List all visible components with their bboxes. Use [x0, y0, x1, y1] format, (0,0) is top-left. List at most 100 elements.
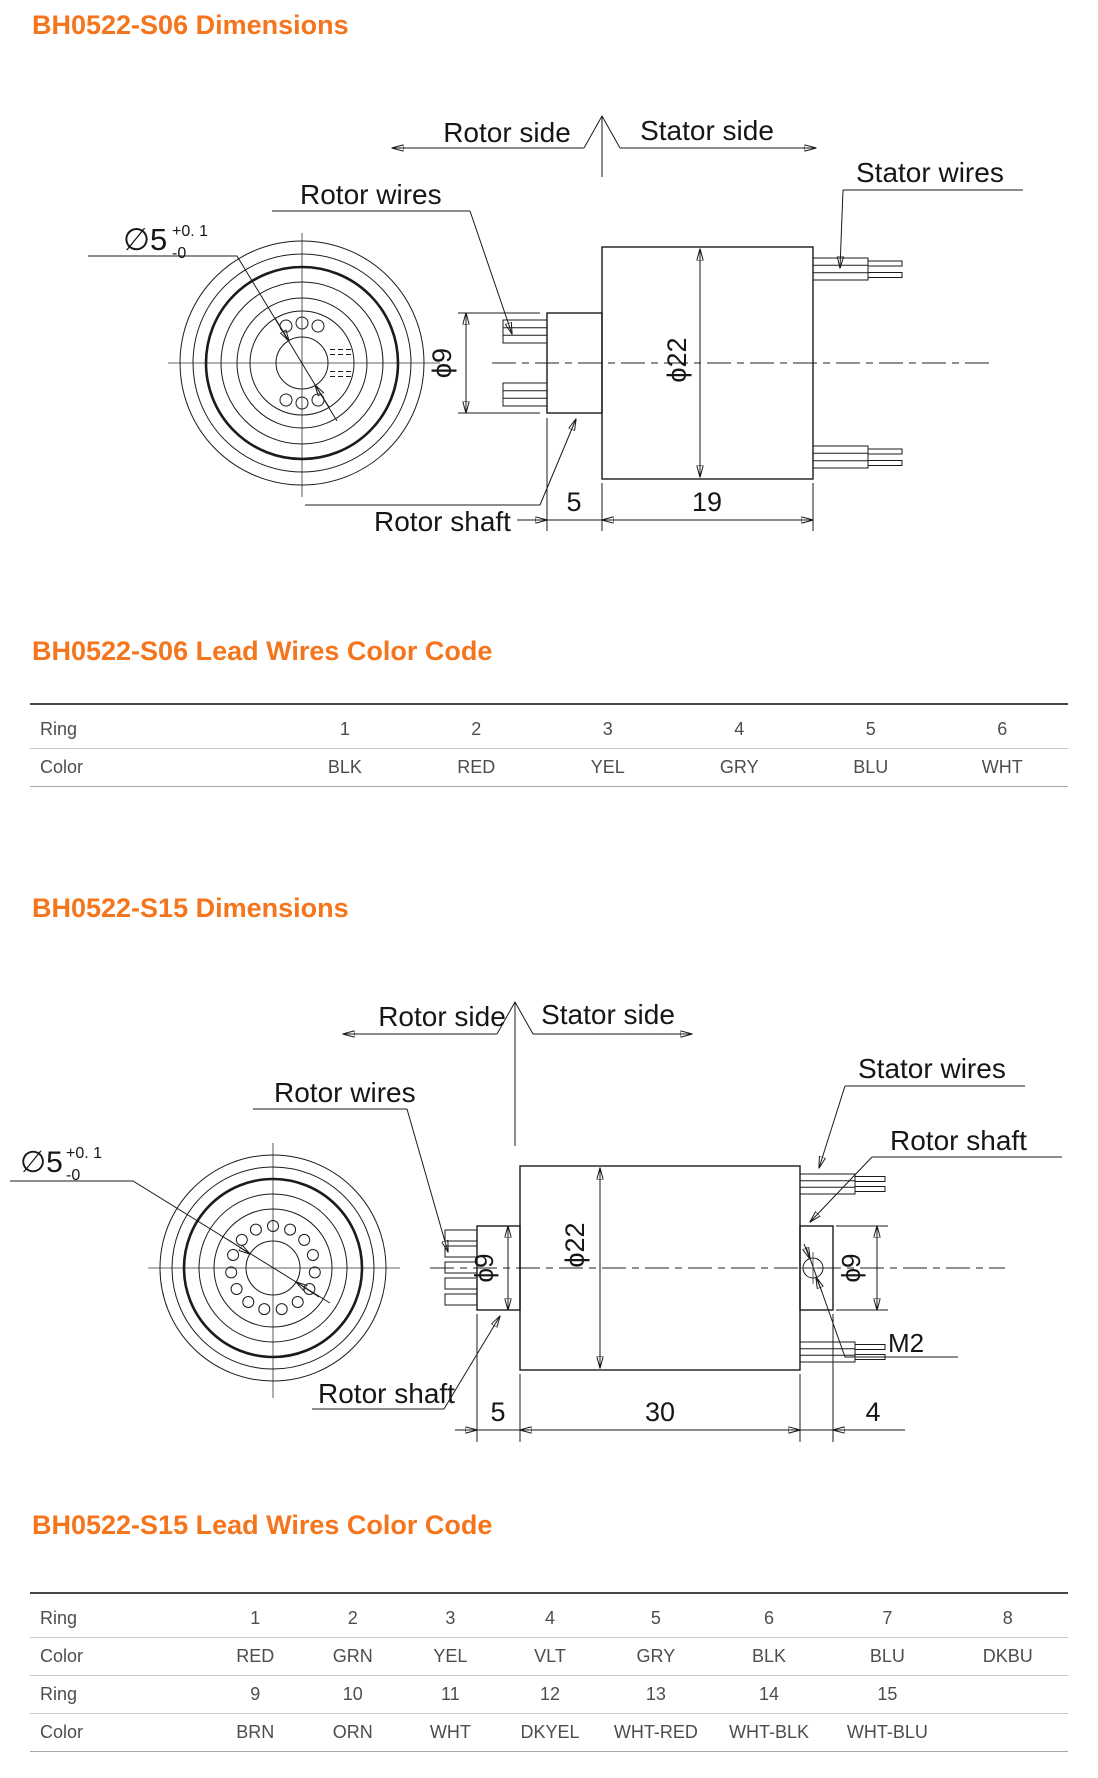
s06-dimension-drawing: Rotor side Stator side	[88, 114, 1023, 537]
bore-dia-label: ∅5	[20, 1146, 63, 1179]
ring-cell: 2	[410, 703, 543, 749]
s15-body-dia-label: ϕ22	[560, 1222, 590, 1267]
ring-cell: 5	[600, 1592, 711, 1638]
color-cell: YEL	[542, 748, 674, 787]
ring-cell: 5	[804, 703, 937, 749]
color-cell: WHT-RED	[600, 1713, 711, 1752]
row-label: Ring	[30, 703, 280, 749]
color-cell: BLU	[804, 748, 937, 787]
s15-stator-side-label: Stator side	[541, 999, 675, 1030]
s15-rotor-shaft-label: Rotor shaft	[318, 1378, 455, 1409]
table-row: Ring 1 2 3 4 5 6 7 8	[30, 1592, 1068, 1638]
s15-rotor-wires-label: Rotor wires	[274, 1077, 416, 1108]
ring-cell: 1	[279, 703, 411, 749]
table-row: Color BRN ORN WHT DKYEL WHT-RED WHT-BLK …	[30, 1713, 1068, 1752]
color-cell: WHT	[401, 1713, 500, 1752]
s06-dimensions-title: BH0522-S06 Dimensions	[32, 10, 349, 40]
s15-shaft-dia-right-label: ϕ9	[836, 1253, 866, 1282]
s06-stator-wires-label: Stator wires	[856, 157, 1004, 188]
color-cell: WHT	[936, 748, 1068, 787]
s06-dimensions: ϕ9 ϕ22 5 19	[427, 249, 814, 531]
s06-rotor-side-label: Rotor side	[443, 117, 571, 148]
color-cell: DKBU	[947, 1637, 1068, 1676]
ring-cell: 12	[499, 1675, 601, 1714]
table-row: Ring 1 2 3 4 5 6	[30, 703, 1068, 749]
ring-cell: 9	[206, 1675, 305, 1714]
color-cell: VLT	[499, 1637, 601, 1676]
s15-dimension-drawing: Rotor side Stator side	[10, 999, 1062, 1442]
s15-color-code-table: Ring 1 2 3 4 5 6 7 8 Color RED GRN YEL V…	[30, 1592, 1068, 1752]
s15-callouts: Rotor wires Stator wires Rotor shaft Rot…	[253, 1053, 1062, 1410]
ring-cell	[947, 1675, 1068, 1714]
color-cell	[947, 1713, 1068, 1752]
row-label: Ring	[30, 1675, 207, 1714]
s15-shaft-length-right-label: 4	[865, 1397, 880, 1427]
s06-color-code-title: BH0522-S06 Lead Wires Color Code	[32, 636, 493, 666]
ring-cell: 7	[827, 1592, 948, 1638]
ring-cell: 13	[600, 1675, 711, 1714]
s15-shaft-dia-label: ϕ9	[469, 1253, 499, 1282]
s15-body-length-label: 30	[645, 1397, 675, 1427]
s15-rotor-shaft-right-label: Rotor shaft	[890, 1125, 1027, 1156]
rotor-wire-bundles	[502, 319, 548, 407]
bore-tol-plus: +0. 1	[172, 223, 208, 240]
keyway-dashes	[330, 349, 352, 377]
color-cell: RED	[206, 1637, 305, 1676]
s06-side-view	[492, 246, 990, 480]
ring-cell: 1	[206, 1592, 305, 1638]
table-row: Ring 9 10 11 12 13 14 15	[30, 1675, 1068, 1714]
rotor-wire-bundles	[444, 1229, 478, 1306]
s06-body-length-label: 19	[692, 487, 722, 517]
bore-dimension: ∅5 +0. 1 -0	[10, 1145, 331, 1304]
color-cell: BLU	[827, 1637, 948, 1676]
bore-hole	[245, 1240, 301, 1296]
s06-shaft-length-label: 5	[566, 487, 581, 517]
s06-rotor-wires-label: Rotor wires	[300, 179, 442, 210]
ring-cell: 11	[401, 1675, 500, 1714]
s15-m2-label: M2	[888, 1328, 924, 1358]
s15-side-view	[430, 1165, 1005, 1371]
s06-color-code-table: Ring 1 2 3 4 5 6 Color BLK RED YEL GRY B…	[30, 703, 1068, 787]
ring-cell: 4	[499, 1592, 601, 1638]
s15-rotor-side-label: Rotor side	[378, 1001, 506, 1032]
stator-body	[601, 246, 814, 480]
color-cell: GRY	[600, 1637, 711, 1676]
color-cell: GRY	[673, 748, 805, 787]
ring-cell: 6	[710, 1592, 828, 1638]
color-cell: BLK	[710, 1637, 828, 1676]
s15-shaft-length-label: 5	[490, 1397, 505, 1427]
ring-cell: 14	[710, 1675, 828, 1714]
bore-tol-plus: +0. 1	[66, 1145, 102, 1162]
bore-tol-minus: -0	[66, 1167, 80, 1184]
ring-cell: 3	[401, 1592, 500, 1638]
color-cell: BLK	[279, 748, 411, 787]
table-row: Color BLK RED YEL GRY BLU WHT	[30, 748, 1068, 787]
s15-front-view: ∅5 +0. 1 -0	[10, 1143, 400, 1398]
color-cell: DKYEL	[499, 1713, 601, 1752]
s06-front-view: ∅5 +0. 1 -0	[88, 222, 440, 497]
s15-stator-wires-label: Stator wires	[858, 1053, 1006, 1084]
s06-stator-side-label: Stator side	[640, 115, 774, 146]
ring-cell: 6	[936, 703, 1068, 749]
row-label: Color	[30, 1713, 207, 1752]
bore-tol-minus: -0	[172, 245, 186, 262]
s06-side-indicator: Rotor side Stator side	[392, 114, 816, 177]
s15-side-indicator: Rotor side Stator side	[343, 999, 692, 1146]
color-cell: BRN	[206, 1713, 305, 1752]
color-cell: WHT-BLK	[710, 1713, 828, 1752]
ring-cell: 8	[947, 1592, 1068, 1638]
s06-rotor-shaft-label: Rotor shaft	[374, 506, 511, 537]
color-cell: GRN	[304, 1637, 402, 1676]
ring-cell: 10	[304, 1675, 402, 1714]
ring-cell: 2	[304, 1592, 402, 1638]
table-row: Color RED GRN YEL VLT GRY BLK BLU DKBU	[30, 1637, 1068, 1676]
row-label: Color	[30, 1637, 207, 1676]
s15-color-code-title: BH0522-S15 Lead Wires Color Code	[32, 1510, 493, 1540]
bore-dimension: ∅5 +0. 1 -0	[88, 222, 338, 422]
ring-cell: 4	[673, 703, 805, 749]
bore-hole	[275, 336, 329, 390]
s06-callouts: Rotor wires Stator wires Rotor shaft	[272, 157, 1023, 537]
s15-dimensions-title: BH0522-S15 Dimensions	[32, 893, 349, 923]
ring-cell: 3	[542, 703, 674, 749]
